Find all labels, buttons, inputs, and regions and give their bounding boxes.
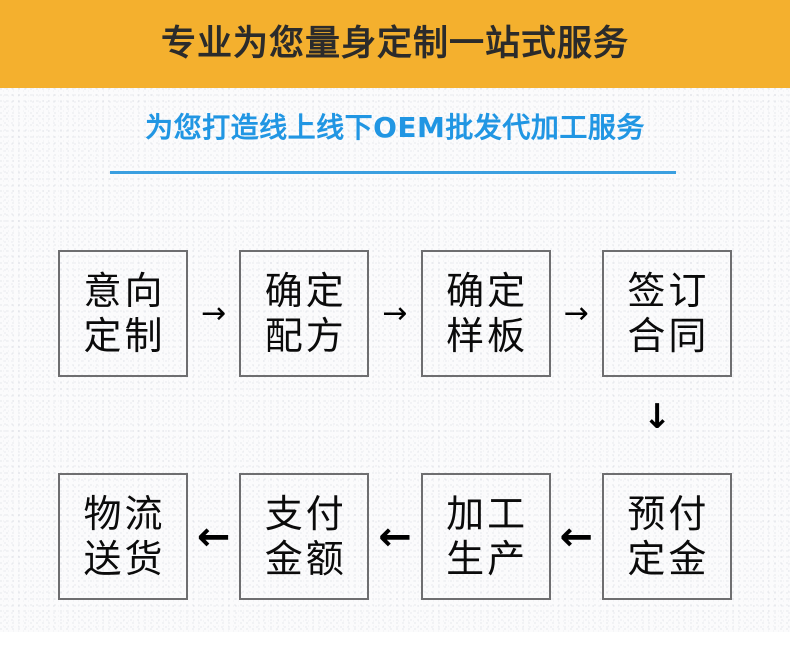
flow-step-formula: 确定 配方 bbox=[239, 250, 370, 377]
header-banner: 专业为您量身定制一站式服务 bbox=[0, 0, 790, 88]
arrow-down-icon: ↓ bbox=[642, 397, 672, 437]
flow-step-line-1: 签订 bbox=[627, 268, 710, 313]
flow-step-line-2: 合同 bbox=[627, 313, 710, 358]
arrow-right-icon: → bbox=[201, 295, 227, 331]
banner-title: 专业为您量身定制一站式服务 bbox=[160, 23, 629, 64]
arrow-left-icon: ← bbox=[378, 513, 412, 560]
flow-row-2: 物流 送货 ← 支付 金额 ← 加工 生产 ← 预付 定金 bbox=[58, 473, 732, 600]
flow-step-deposit: 预付 定金 bbox=[601, 473, 732, 600]
flow-step-production: 加工 生产 bbox=[420, 473, 551, 600]
flow-step-line-2: 定金 bbox=[627, 536, 710, 581]
flow-step-line-2: 送货 bbox=[83, 536, 166, 581]
subtitle-container: 为您打造线上线下OEM批发代加工服务 bbox=[0, 111, 790, 144]
flow-step-line-2: 样板 bbox=[446, 313, 529, 358]
flow-step-line-2: 生产 bbox=[446, 536, 529, 581]
arrow-right-icon: → bbox=[563, 295, 589, 331]
subtitle-text: 为您打造线上线下OEM批发代加工服务 bbox=[145, 111, 645, 144]
flow-step-line-1: 确定 bbox=[264, 268, 347, 313]
subtitle-underline bbox=[110, 171, 676, 174]
flow-step-sample: 确定 样板 bbox=[420, 250, 551, 377]
flow-step-line-2: 定制 bbox=[83, 313, 166, 358]
arrow-left-icon: ← bbox=[559, 513, 594, 560]
flow-step-delivery: 物流 送货 bbox=[58, 473, 188, 600]
arrow-right-icon: → bbox=[382, 295, 408, 331]
content-area: 为您打造线上线下OEM批发代加工服务 意向 定制 → 确定 配方 → 确定 样板… bbox=[0, 88, 790, 632]
flow-step-line-1: 物流 bbox=[83, 491, 166, 536]
flow-step-line-1: 确定 bbox=[446, 268, 529, 313]
flow-step-contract: 签订 合同 bbox=[601, 250, 732, 377]
flow-step-line-1: 意向 bbox=[83, 268, 166, 313]
flow-step-payment: 支付 金额 bbox=[239, 473, 370, 600]
flow-row-1: 意向 定制 → 确定 配方 → 确定 样板 → 签订 合同 bbox=[58, 250, 732, 377]
flow-step-line-1: 预付 bbox=[627, 491, 710, 536]
arrow-left-icon: ← bbox=[196, 513, 231, 560]
flow-step-line-1: 支付 bbox=[264, 491, 347, 536]
flow-step-line-2: 配方 bbox=[264, 313, 347, 358]
flow-step-line-2: 金额 bbox=[264, 536, 347, 581]
flow-step-line-1: 加工 bbox=[446, 491, 529, 536]
flow-step-intent: 意向 定制 bbox=[58, 250, 188, 377]
